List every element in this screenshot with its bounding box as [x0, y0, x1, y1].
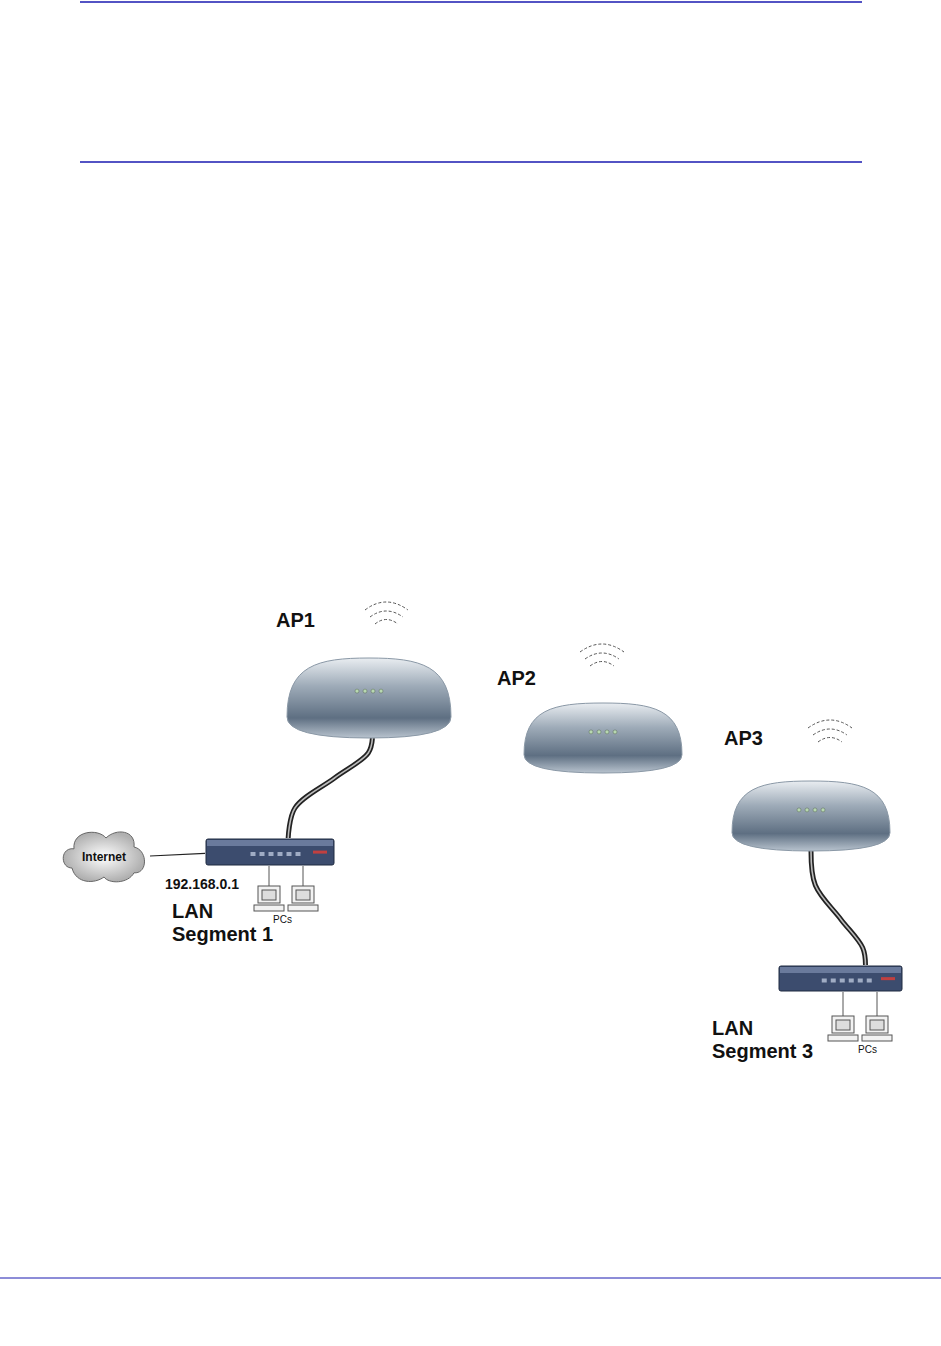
node-shape [205, 838, 335, 866]
device-label: AP3 [724, 727, 763, 750]
status-led [821, 808, 825, 812]
router-logo [881, 977, 895, 980]
device-caption: PCs [858, 1044, 877, 1055]
network-cable [811, 851, 866, 965]
device-caption: PCs [273, 914, 292, 925]
router-port [251, 852, 256, 856]
status-led [589, 730, 593, 734]
router-port [867, 979, 872, 983]
link-line [150, 853, 205, 856]
access-point: AP1 [283, 655, 455, 741]
status-led [597, 730, 601, 734]
segment-label: LAN Segment 3 [712, 1017, 830, 1063]
status-led [363, 689, 367, 693]
cable-inner [811, 851, 866, 965]
access-point-body [524, 703, 682, 773]
network-cable [288, 738, 372, 838]
node-shape [283, 655, 455, 741]
cable-inner [288, 738, 372, 838]
router-box: 192.168.0.1LAN Segment 1 [205, 838, 335, 866]
cloud-label: Internet [82, 851, 126, 865]
cable-outer [811, 851, 866, 965]
ip-address: 192.168.0.1 [165, 876, 239, 892]
cable-outer [288, 738, 372, 838]
cloud-shape [63, 832, 144, 882]
node-shape [728, 778, 894, 854]
router-port [269, 852, 274, 856]
router-top [207, 840, 333, 846]
status-led [379, 689, 383, 693]
router-logo [313, 851, 327, 854]
status-led [605, 730, 609, 734]
status-led [797, 808, 801, 812]
router-port [858, 979, 863, 983]
status-led [613, 730, 617, 734]
router-body [206, 839, 334, 865]
device-label: AP2 [497, 667, 536, 690]
router-port [296, 852, 301, 856]
status-led [813, 808, 817, 812]
router-port [260, 852, 265, 856]
status-led [805, 808, 809, 812]
status-led [355, 689, 359, 693]
header-rule [80, 161, 862, 163]
internet-link [150, 853, 205, 856]
router-port [840, 979, 845, 983]
access-point: AP3 [728, 778, 894, 854]
header-rule [80, 1, 862, 3]
router-port [287, 852, 292, 856]
access-point-body [287, 658, 451, 738]
router-port [831, 979, 836, 983]
internet-cloud: Internet [58, 826, 150, 886]
footer-rule [0, 1278, 941, 1279]
access-point: AP2 [520, 700, 686, 776]
device-label: AP1 [276, 609, 315, 632]
pc-icons [254, 886, 892, 1041]
status-led [371, 689, 375, 693]
access-point-body [732, 781, 890, 851]
pc-wires [269, 866, 877, 1016]
router-box: LAN Segment 3 [778, 965, 903, 992]
router-port [849, 979, 854, 983]
router-top [780, 967, 901, 973]
node-shape [520, 700, 686, 776]
segment-label: LAN Segment 1 [172, 900, 290, 946]
router-port [278, 852, 283, 856]
node-shape [778, 965, 903, 992]
router-body [779, 966, 902, 991]
router-port [822, 979, 827, 983]
